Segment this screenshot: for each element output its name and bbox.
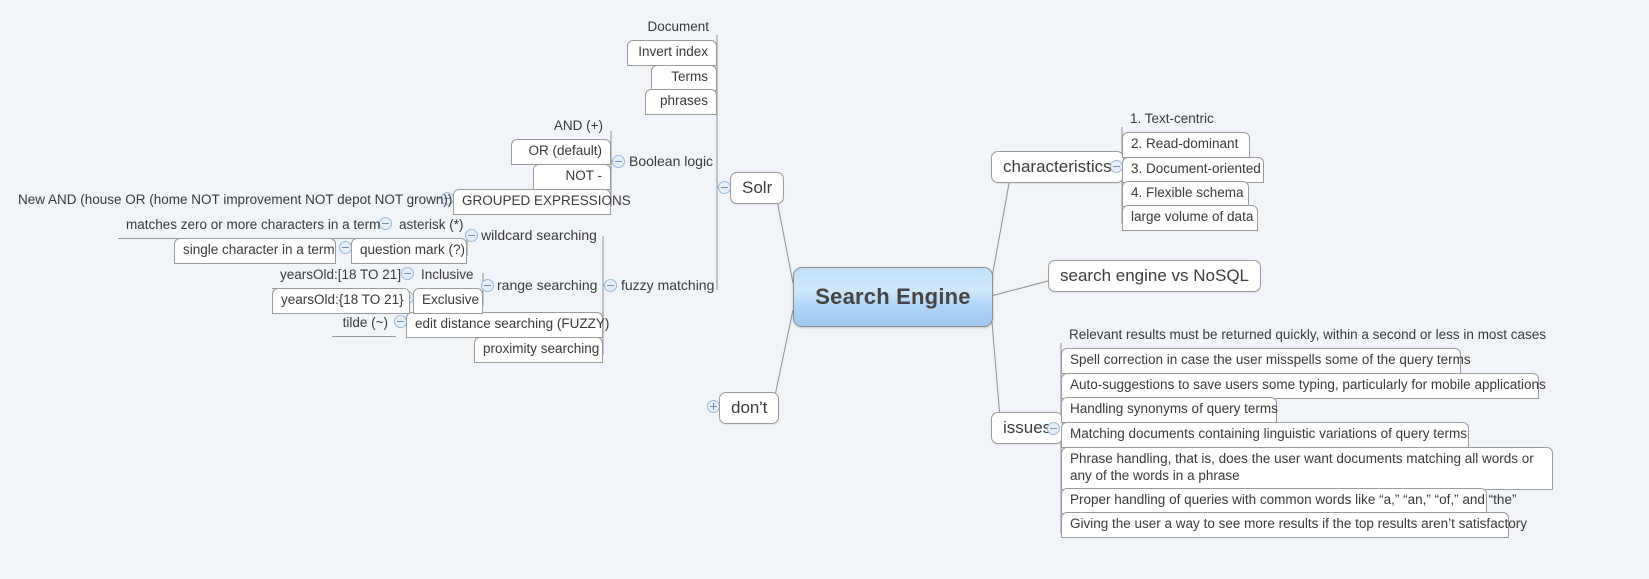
- leaf-label: AND (+): [553, 118, 603, 133]
- branch-characteristics-label: characteristics: [1003, 157, 1112, 176]
- exclusive-note[interactable]: yearsOld:{18 TO 21}: [272, 288, 410, 314]
- solr-child-terms[interactable]: Terms: [651, 65, 717, 91]
- inclusive-collapse-toggle[interactable]: [401, 267, 414, 280]
- asterisk-collapse-toggle[interactable]: [379, 217, 392, 230]
- leaf-label: Proper handling of queries with common w…: [1070, 492, 1517, 507]
- issues-child-5[interactable]: Matching documents containing linguistic…: [1061, 422, 1469, 448]
- wildcard-child-question-mark[interactable]: question mark (?): [351, 238, 467, 264]
- grouped-expressions-child[interactable]: New AND (house OR (home NOT improvement …: [10, 189, 452, 213]
- leaf-label: Invert index: [638, 44, 708, 59]
- branch-vs-nosql-label: search engine vs NoSQL: [1060, 266, 1249, 285]
- wildcard-child-asterisk[interactable]: asterisk (*): [391, 214, 467, 238]
- leaf-label: phrases: [659, 93, 708, 108]
- branch-label: fuzzy matching: [621, 277, 715, 293]
- leaf-label: Auto-suggestions to save users some typi…: [1070, 377, 1546, 392]
- range-child-exclusive[interactable]: Exclusive: [413, 288, 483, 314]
- branch-characteristics[interactable]: characteristics: [991, 151, 1124, 184]
- leaf-label: OR (default): [528, 143, 602, 158]
- branch-boolean-logic[interactable]: Boolean logic: [629, 153, 713, 171]
- inclusive-note[interactable]: yearsOld:[18 TO 21]: [272, 264, 402, 289]
- fuzzy-child-proximity-searching[interactable]: proximity searching: [474, 337, 603, 363]
- branch-dont-label: don't: [731, 398, 768, 417]
- leaf-label: Terms: [671, 69, 708, 84]
- boolean-child-or[interactable]: OR (default): [511, 139, 611, 165]
- leaf-label: question mark (?): [360, 242, 466, 257]
- range-child-inclusive[interactable]: Inclusive: [413, 264, 483, 288]
- issues-child-1[interactable]: Relevant results must be returned quickl…: [1061, 324, 1546, 348]
- characteristics-child-3[interactable]: 3. Document-oriented: [1122, 157, 1264, 183]
- branch-dont[interactable]: don't: [719, 392, 780, 425]
- leaf-label: New AND (house OR (home NOT improvement …: [18, 192, 453, 207]
- branch-range-searching[interactable]: range searching: [497, 277, 597, 295]
- leaf-label: Document: [647, 19, 709, 34]
- solr-child-document[interactable]: Document: [597, 16, 717, 40]
- range-searching-collapse-toggle[interactable]: [481, 279, 494, 292]
- leaf-label: Exclusive: [422, 292, 480, 307]
- leaf-label: NOT -: [565, 168, 603, 183]
- root-label: Search Engine: [815, 284, 971, 309]
- root-node[interactable]: Search Engine: [793, 267, 993, 327]
- leaf-label: Handling synonyms of query terms: [1070, 401, 1278, 416]
- leaf-label: 1. Text-centric: [1130, 111, 1214, 126]
- leaf-label: yearsOld:{18 TO 21}: [281, 292, 404, 307]
- solr-child-invert-index[interactable]: Invert index: [627, 40, 717, 66]
- leaf-label: Spell correction in case the user misspe…: [1070, 352, 1471, 367]
- issues-child-3[interactable]: Auto-suggestions to save users some typi…: [1061, 373, 1546, 399]
- issues-child-4[interactable]: Handling synonyms of query terms: [1061, 397, 1278, 423]
- edit-distance-child-tilde[interactable]: tilde (~): [332, 312, 396, 337]
- branch-label: Boolean logic: [629, 153, 714, 169]
- branch-edit-distance-searching[interactable]: edit distance searching (FUZZY): [406, 312, 609, 338]
- leaf-label: 4. Flexible schema: [1131, 185, 1244, 200]
- branch-issues-label: issues: [1003, 418, 1052, 437]
- leaf-label: large volume of data: [1131, 209, 1254, 224]
- leaf-label: edit distance searching (FUZZY): [415, 316, 610, 331]
- leaf-label: tilde (~): [342, 315, 388, 330]
- issues-child-8[interactable]: Giving the user a way to see more result…: [1061, 512, 1527, 538]
- leaf-label: GROUPED EXPRESSIONS: [462, 193, 631, 208]
- leaf-label: Inclusive: [421, 267, 474, 282]
- solr-child-phrases[interactable]: phrases: [645, 89, 717, 115]
- boolean-child-not[interactable]: NOT -: [533, 164, 611, 190]
- leaf-label: yearsOld:[18 TO 21]: [280, 267, 402, 282]
- asterisk-note[interactable]: matches zero or more characters in a ter…: [118, 214, 380, 239]
- leaf-label: Phrase handling, that is, does the user …: [1070, 451, 1534, 483]
- fuzzy-matching-collapse-toggle[interactable]: [604, 279, 617, 292]
- boolean-logic-collapse-toggle[interactable]: [612, 155, 625, 168]
- issues-collapse-toggle[interactable]: [1047, 422, 1060, 435]
- leaf-label: asterisk (*): [399, 217, 464, 232]
- boolean-child-grouped-expressions[interactable]: GROUPED EXPRESSIONS: [453, 189, 631, 215]
- branch-label: wildcard searching: [481, 227, 597, 243]
- branch-vs-nosql[interactable]: search engine vs NoSQL: [1048, 260, 1261, 293]
- characteristics-child-4[interactable]: 4. Flexible schema: [1122, 181, 1249, 207]
- leaf-label: 3. Document-oriented: [1131, 161, 1261, 176]
- leaf-label: Matching documents containing linguistic…: [1070, 426, 1467, 441]
- issues-child-2[interactable]: Spell correction in case the user misspe…: [1061, 348, 1471, 374]
- branch-wildcard-searching[interactable]: wildcard searching: [481, 227, 597, 245]
- branch-fuzzy-matching[interactable]: fuzzy matching: [621, 277, 714, 295]
- leaf-label: single character in a term: [183, 242, 335, 257]
- characteristics-child-1[interactable]: 1. Text-centric: [1122, 108, 1262, 132]
- issues-child-6[interactable]: Phrase handling, that is, does the user …: [1061, 447, 1553, 490]
- leaf-label: Relevant results must be returned quickl…: [1069, 327, 1546, 342]
- leaf-label: matches zero or more characters in a ter…: [126, 217, 381, 232]
- dont-expand-toggle[interactable]: [707, 400, 720, 413]
- leaf-label: 2. Read-dominant: [1131, 136, 1239, 151]
- branch-solr-label: Solr: [742, 178, 773, 197]
- wildcard-searching-collapse-toggle[interactable]: [465, 229, 478, 242]
- branch-label: range searching: [497, 277, 598, 293]
- leaf-label: Giving the user a way to see more result…: [1070, 516, 1527, 531]
- issues-child-7[interactable]: Proper handling of queries with common w…: [1061, 488, 1516, 514]
- characteristics-child-5[interactable]: large volume of data: [1122, 205, 1258, 231]
- characteristics-child-2[interactable]: 2. Read-dominant: [1122, 132, 1250, 158]
- question-mark-note[interactable]: single character in a term: [174, 238, 336, 264]
- boolean-child-and[interactable]: AND (+): [511, 115, 611, 139]
- leaf-label: proximity searching: [483, 341, 600, 356]
- branch-solr[interactable]: Solr: [730, 172, 785, 205]
